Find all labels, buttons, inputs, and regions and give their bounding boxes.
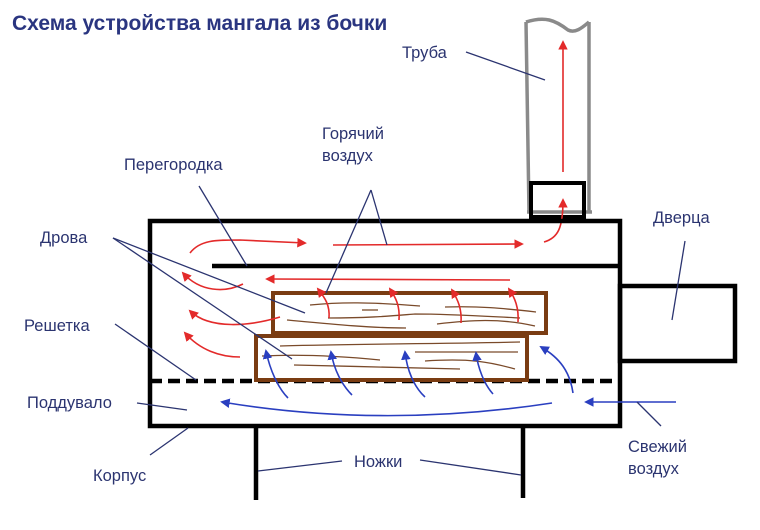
firewood-upper (271, 291, 548, 335)
hot-air-arrow (451, 288, 462, 324)
door (617, 283, 738, 364)
label-legs: Ножки (354, 453, 402, 471)
fresh-air-arrow (262, 349, 289, 399)
fresh-air-arrow (327, 350, 353, 396)
label-hot-air-line2: воздух (322, 147, 374, 165)
leader-partition (198, 185, 248, 267)
label-pipe: Труба (402, 44, 448, 62)
leader-hot-air (370, 189, 388, 246)
label-housing: Корпус (93, 467, 146, 485)
fresh-air-arrow (220, 398, 553, 417)
diagram-title: Схема устройства мангала из бочки (12, 12, 387, 35)
label-partition: Перегородка (124, 156, 223, 174)
leader-ash-pit (136, 402, 188, 411)
leader-pipe (465, 51, 546, 81)
label-fresh-air-line1: Свежий (628, 438, 687, 456)
label-door: Дверца (653, 209, 711, 227)
hot-air-arrow (507, 287, 519, 323)
hot-air-arrow (183, 331, 241, 358)
leader-firewood (112, 237, 306, 314)
label-fresh-air-line2: воздух (628, 460, 680, 478)
hot-air-arrow (188, 309, 281, 326)
hot-air-arrow (181, 271, 244, 291)
hot-air-arrow (388, 287, 400, 321)
leader-hot-air (325, 189, 372, 294)
label-hot-air-line1: Горячий (322, 125, 384, 143)
leader-legs (419, 459, 522, 476)
leader-grate (114, 323, 197, 381)
label-firewood: Дрова (40, 229, 88, 247)
fresh-air-arrow (539, 346, 574, 394)
hot-air-arrow-collar (543, 198, 568, 243)
label-grate: Решетка (24, 317, 90, 335)
hot-air-arrow (332, 239, 524, 249)
leader-firewood (112, 237, 293, 360)
label-ash-pit: Поддувало (27, 394, 112, 412)
chimney-pipe (524, 17, 592, 214)
leader-legs (257, 460, 343, 472)
fresh-air-arrow (472, 351, 494, 395)
leader-fresh-air (636, 401, 662, 427)
leader-door (671, 240, 686, 321)
leader-housing (149, 427, 189, 456)
fresh-air-arrow (401, 350, 426, 398)
firewood-lower (254, 334, 529, 382)
hot-air-arrow (316, 287, 330, 319)
hot-air-arrow (189, 237, 307, 254)
pipe-collar (529, 181, 586, 219)
hot-air-arrow (265, 274, 511, 284)
